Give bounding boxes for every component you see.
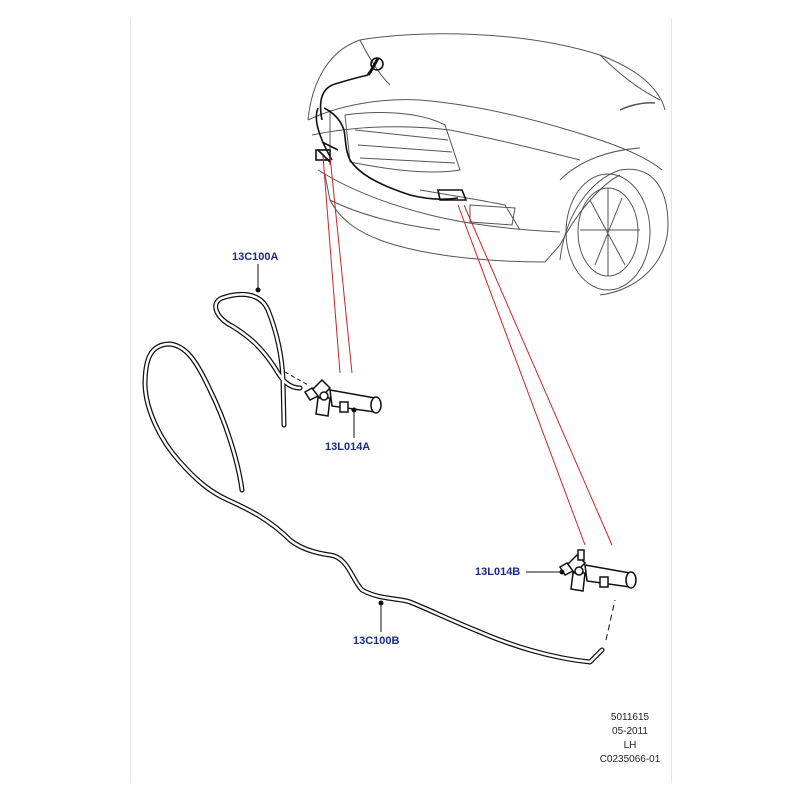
callout-hose-a: 13C100A (232, 251, 279, 263)
hose-13c100a-inner (214, 293, 302, 427)
hose-a-dash (284, 371, 309, 386)
hose-b-dash (605, 599, 616, 641)
vehicle-front-illustration (307, 33, 669, 296)
washer-jet-13l014b (558, 549, 637, 592)
callout-jet-b: 13L014B (475, 566, 521, 578)
washer-jet-13l014a (303, 378, 382, 417)
callout-hose-b: 13C100B (353, 635, 400, 647)
vehicle-washer-harness (315, 57, 468, 201)
diagram-sheet (130, 18, 672, 783)
callout-leaders (255, 264, 565, 632)
footer-date: 05-2011 (612, 726, 648, 737)
leader-lines (322, 155, 613, 546)
hose-13c100b (142, 341, 605, 665)
hose-13c100a (213, 291, 303, 428)
footer-code: 5011615 (610, 712, 650, 723)
footer-side: LH (623, 740, 637, 751)
hose-13c100b-inner (143, 342, 604, 664)
footer-illustration-id: C0235066-01 (599, 754, 661, 765)
callout-jet-a: 13L014A (325, 441, 371, 453)
